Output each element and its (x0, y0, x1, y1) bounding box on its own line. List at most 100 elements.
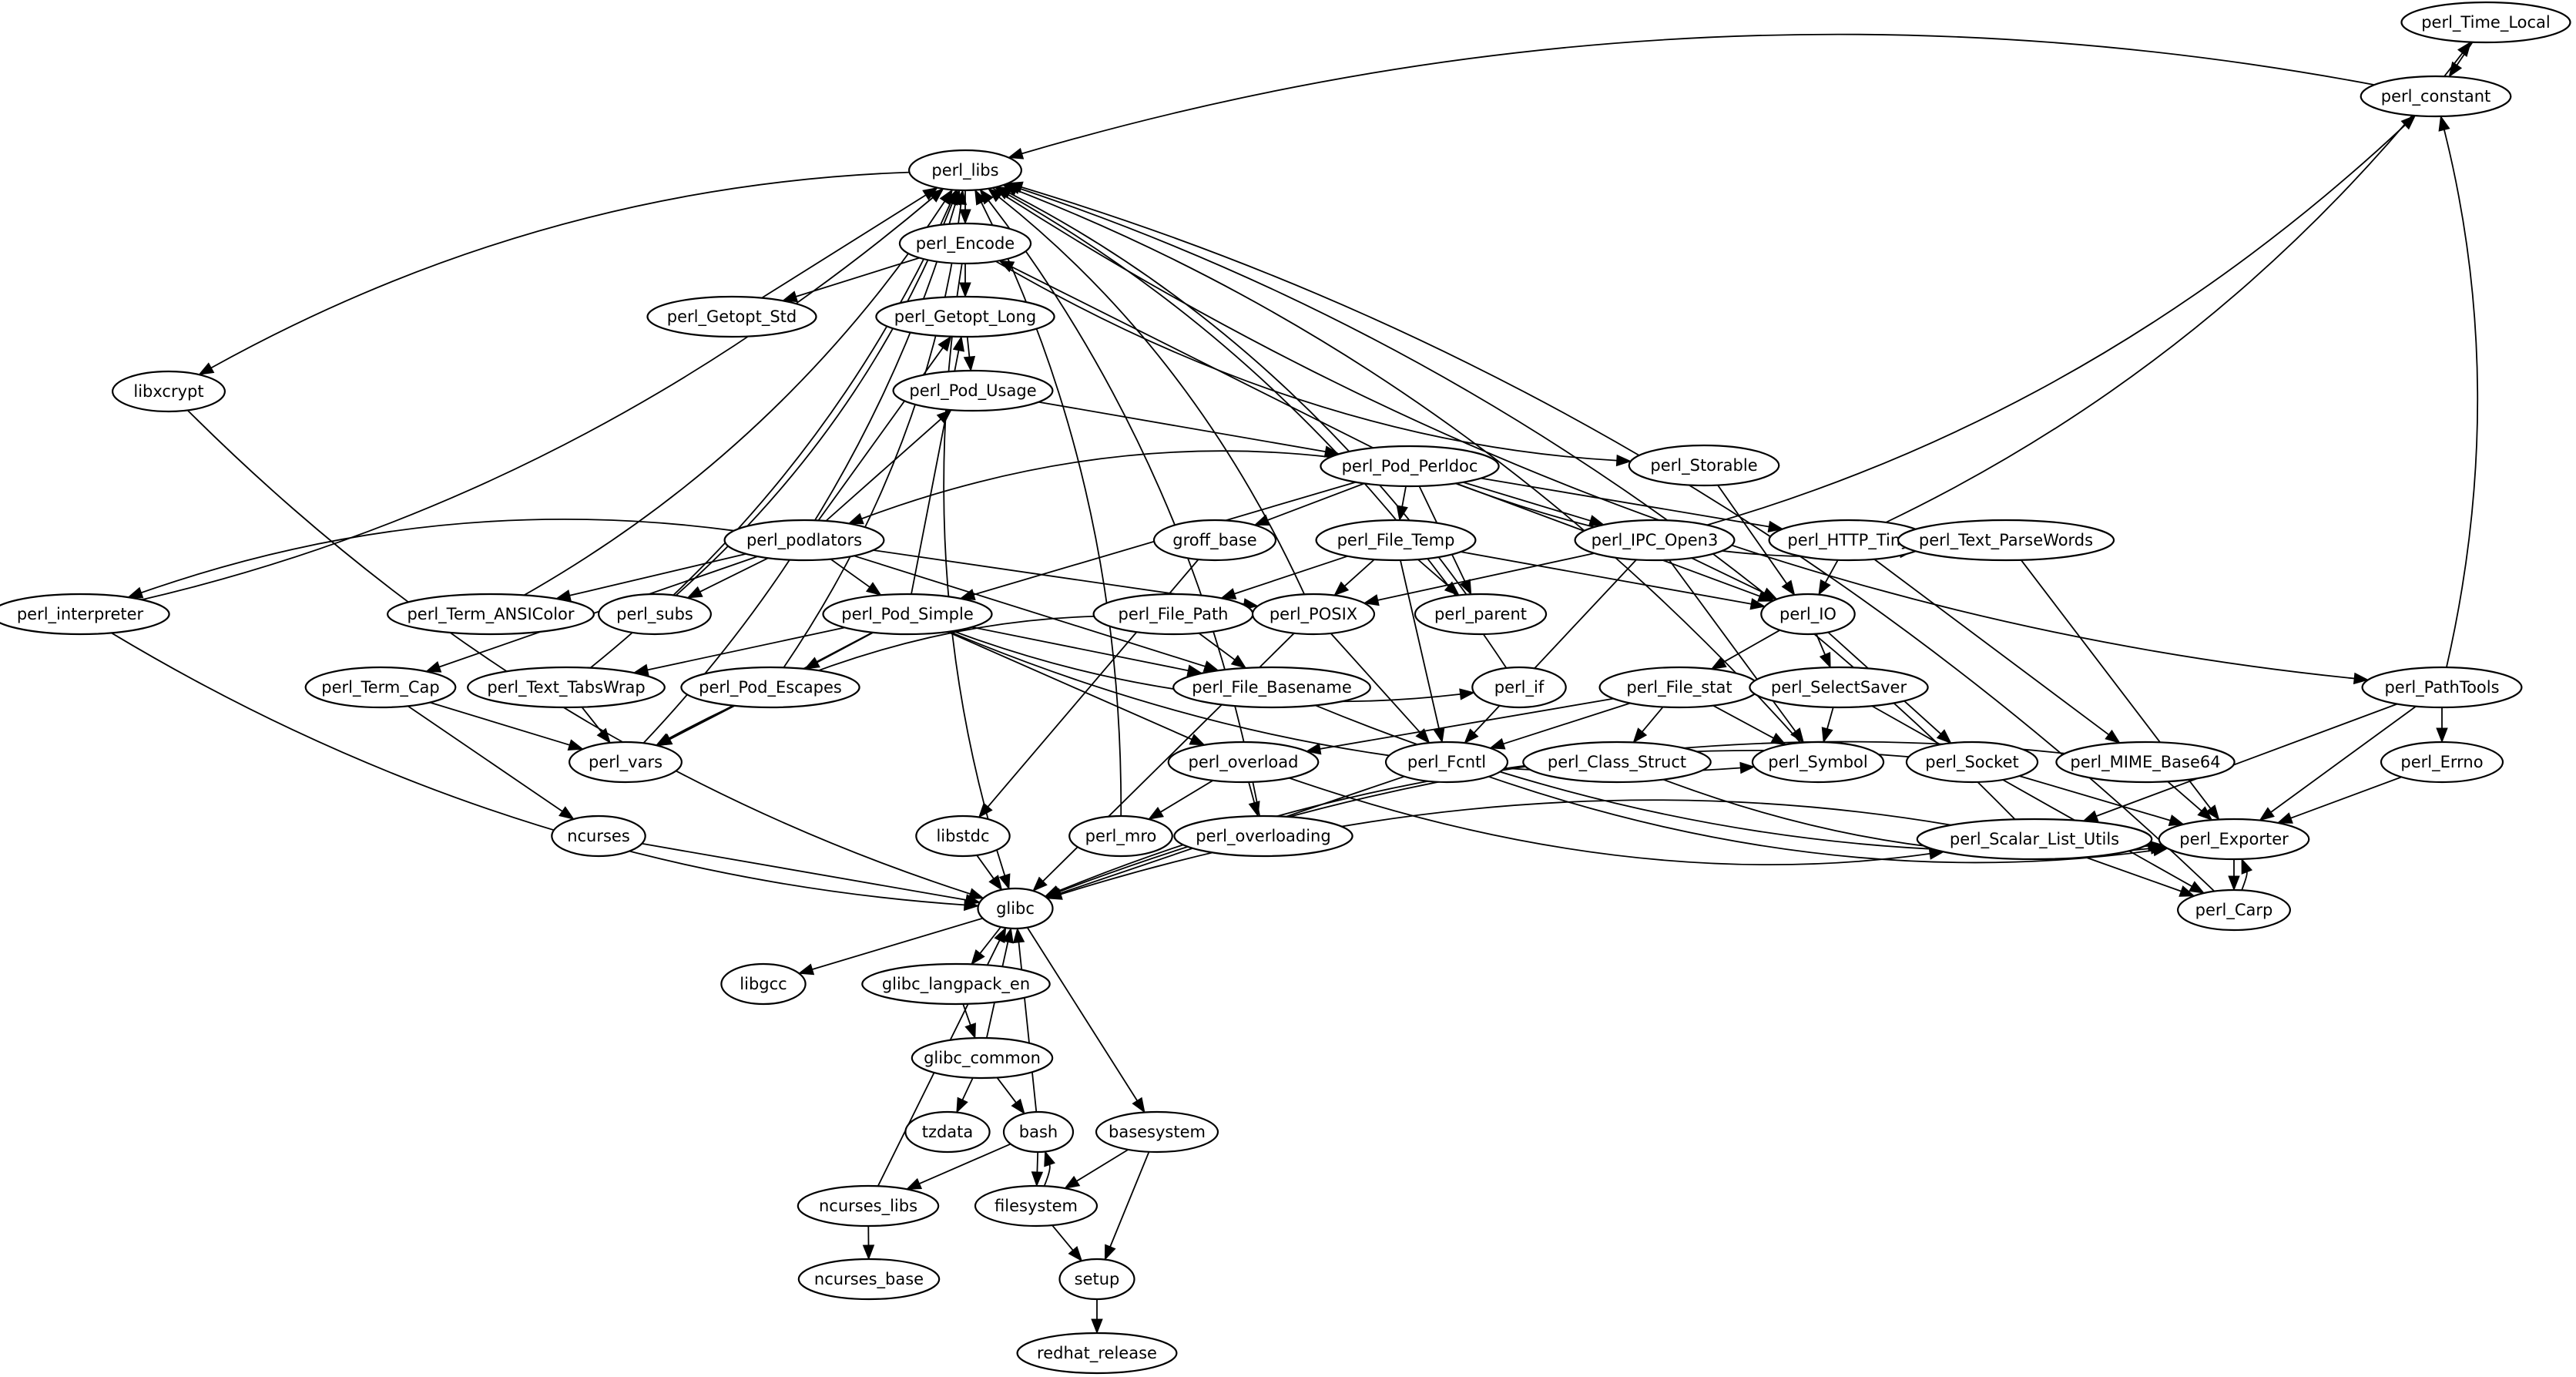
arrowhead-icon (1007, 181, 1024, 193)
edge-line (2444, 129, 2479, 668)
node-libxcrypt[interactable]: libxcrypt (112, 370, 226, 413)
node-perl-term-ansicolor[interactable]: perl_Term_ANSIColor (387, 593, 595, 636)
node-perl-errno[interactable]: perl_Errno (2380, 741, 2504, 784)
node-perl-file-basename[interactable]: perl_File_Basename (1172, 666, 1371, 709)
node-perl-text-parsewords[interactable]: perl_Text_ParseWords (1897, 519, 2115, 562)
node-label: perl_Fcntl (1407, 753, 1486, 772)
node-shape (646, 295, 817, 338)
edge-line (1320, 697, 1614, 750)
node-label: perl_overloading (1196, 827, 1330, 846)
node-shape (1916, 818, 2153, 861)
arrowhead-icon (2197, 806, 2213, 821)
node-setup[interactable]: setup (1058, 1258, 1135, 1301)
node-perl-interpreter[interactable]: perl_interpreter (0, 593, 170, 636)
node-libstdc[interactable]: libstdc (915, 814, 1011, 858)
edge-line (2019, 775, 2171, 821)
node-label: perl_interpreter (17, 605, 144, 624)
node-label: basesystem (1109, 1123, 1206, 1141)
node-glibc-common[interactable]: glibc_common (911, 1036, 1054, 1080)
node-perl-libs[interactable]: perl_libs (907, 149, 1022, 192)
node-perl-storable[interactable]: perl_Storable (1628, 444, 1780, 487)
node-label: perl_libs (931, 161, 998, 180)
edge-line (1871, 705, 2192, 887)
node-perl-subs[interactable]: perl_subs (597, 593, 712, 636)
edge-line (1248, 781, 1256, 803)
node-label: perl_constant (2381, 87, 2491, 106)
node-groff-base[interactable]: groff_base (1152, 519, 1277, 562)
node-tzdata[interactable]: tzdata (904, 1110, 991, 1154)
edge-line (1377, 552, 1595, 601)
node-perl-http-tiny[interactable]: perl_HTTP_Tiny (1768, 519, 1930, 562)
node-perl-getopt-std[interactable]: perl_Getopt_Std (646, 295, 817, 338)
node-perl-class-struct[interactable]: perl_Class_Struct (1522, 741, 1712, 784)
arrowhead-icon (971, 949, 985, 966)
node-bash[interactable]: bash (1002, 1110, 1075, 1154)
node-label: setup (1075, 1270, 1120, 1288)
node-perl-if[interactable]: perl_if (1471, 666, 1567, 709)
node-perl-pod-usage[interactable]: perl_Pod_Usage (892, 369, 1054, 412)
node-perl-socket[interactable]: perl_Socket (1905, 741, 2039, 784)
node-label: glibc_langpack_en (882, 975, 1030, 994)
edge-perl_overload-to-perl_Scalar_List_Utils (1289, 777, 1945, 866)
edge-perl_libs-to-libxcrypt (198, 171, 910, 375)
node-perl-time-local[interactable]: perl_Time_Local (2400, 1, 2571, 44)
node-ncurses-base[interactable]: ncurses_base (797, 1258, 941, 1301)
arrowhead-icon (1189, 734, 1206, 746)
arrowhead-icon (2150, 842, 2166, 855)
node-perl-parent[interactable]: perl_parent (1414, 593, 1548, 636)
node-perl-fcntl[interactable]: perl_Fcntl (1384, 741, 1509, 784)
node-perl-exporter[interactable]: perl_Exporter (2158, 818, 2310, 861)
node-perl-pod-perldoc[interactable]: perl_Pod_Perldoc (1320, 445, 1500, 488)
node-perl-term-cap[interactable]: perl_Term_Cap (304, 666, 457, 709)
node-shape (875, 295, 1055, 338)
arrowhead-icon (1710, 657, 1727, 670)
node-perl-overload[interactable]: perl_overload (1167, 741, 1320, 784)
node-perl-posix[interactable]: perl_POSIX (1251, 593, 1376, 636)
node-perl-symbol[interactable]: perl_Symbol (1751, 741, 1885, 784)
node-ncurses-libs[interactable]: ncurses_libs (797, 1184, 940, 1228)
node-perl-overloading[interactable]: perl_overloading (1173, 814, 1353, 858)
node-perl-text-tabswrap[interactable]: perl_Text_TabsWrap (467, 666, 666, 709)
node-perl-carp[interactable]: perl_Carp (2177, 888, 2292, 932)
node-perl-selectsaver[interactable]: perl_SelectSaver (1749, 666, 1929, 709)
edge-line (854, 555, 1206, 667)
node-perl-file-stat[interactable]: perl_File_stat (1598, 666, 1760, 709)
arrowhead-icon (987, 187, 1004, 203)
node-perl-mro[interactable]: perl_mro (1068, 814, 1173, 858)
node-perl-ipc-open3[interactable]: perl_IPC_Open3 (1574, 519, 1736, 562)
arrowhead-icon (1819, 652, 1831, 669)
edge-perl_Exporter-to-perl_Carp (2228, 858, 2240, 892)
node-redhat-release[interactable]: redhat_release (1016, 1332, 1178, 1375)
arrowhead-icon (655, 733, 672, 746)
arrowhead-icon (1148, 807, 1165, 820)
node-libgcc[interactable]: libgcc (720, 962, 807, 1006)
node-perl-io[interactable]: perl_IO (1760, 593, 1856, 636)
node-glibc[interactable]: glibc (977, 887, 1054, 930)
node-shape (1751, 741, 1885, 784)
node-basesystem[interactable]: basesystem (1095, 1110, 1219, 1154)
node-perl-file-temp[interactable]: perl_File_Temp (1315, 519, 1477, 562)
edge-line (996, 1076, 1017, 1103)
node-perl-pod-escapes[interactable]: perl_Pod_Escapes (680, 666, 860, 709)
node-perl-constant[interactable]: perl_constant (2360, 75, 2512, 118)
node-perl-scalar-list-utils[interactable]: perl_Scalar_List_Utils (1916, 818, 2153, 861)
node-perl-pathtools[interactable]: perl_PathTools (2361, 666, 2523, 709)
edge-line (825, 418, 941, 522)
node-perl-pod-simple[interactable]: perl_Pod_Simple (822, 593, 993, 636)
node-shape (1897, 519, 2115, 562)
node-glibc-langpack-en[interactable]: glibc_langpack_en (861, 962, 1051, 1006)
arrowhead-icon (1459, 688, 1475, 700)
arrowhead-icon (596, 727, 611, 744)
edge-line (699, 557, 769, 593)
arrowhead-icon (994, 926, 1007, 944)
edge-perl_Storable-to-perl_IO (1717, 485, 1796, 596)
node-perl-encode[interactable]: perl_Encode (898, 222, 1032, 265)
node-perl-vars[interactable]: perl_vars (568, 741, 683, 784)
node-filesystem[interactable]: filesystem (974, 1184, 1098, 1228)
node-perl-file-path[interactable]: perl_File_Path (1092, 593, 1254, 636)
node-perl-getopt-long[interactable]: perl_Getopt_Long (875, 295, 1055, 338)
node-ncurses[interactable]: ncurses (551, 814, 646, 858)
node-perl-podlators[interactable]: perl_podlators (723, 519, 885, 562)
node-shape (2158, 818, 2310, 861)
node-perl-mime-base64[interactable]: perl_MIME_Base64 (2055, 741, 2236, 784)
